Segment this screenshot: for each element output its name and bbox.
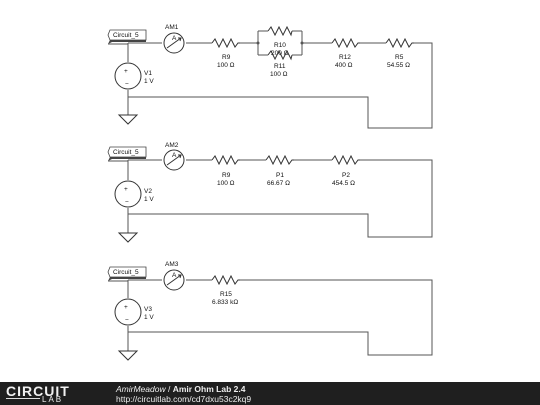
ammeter-label: AM1 (165, 24, 179, 31)
source-value: 1 V (144, 78, 154, 85)
voltage-source-v2: + − V2 1 V (114, 180, 154, 208)
logo-divider (6, 398, 40, 399)
footer-bar: CIRCUIT LAB AmirMeadow / Amir Ohm Lab 2.… (0, 382, 540, 405)
source-value: 1 V (144, 196, 154, 203)
credit-separator: / (165, 384, 173, 394)
resistor-value: 6.833 kΩ (212, 299, 238, 306)
resistor-name: R15 (220, 291, 232, 298)
voltage-source-v1: + − V1 1 V (114, 62, 154, 90)
ammeter-am2: A AM2 (163, 142, 185, 171)
resistor-name: R9 (222, 172, 231, 179)
ammeter-am1: A AM1 (163, 24, 185, 54)
resistor-name: R5 (395, 54, 404, 61)
resistor-name: R9 (222, 54, 231, 61)
logo-top-text: CIRCUIT (6, 383, 70, 399)
resistor-r11: R11 100 Ω (267, 49, 293, 78)
resistor-name: P2 (342, 172, 350, 179)
source-name: V3 (144, 306, 152, 313)
resistor-value: 100 Ω (217, 180, 235, 187)
circuit-3: Circuit_5 A AM3 R15 6.833 kΩ + − V3 1 V (107, 261, 433, 361)
resistor-name: R10 (274, 42, 286, 49)
resistor-r9: R9 100 Ω (211, 154, 240, 187)
schematic-url[interactable]: http://circuitlab.com/cd7dxu53c2kq9 (116, 394, 252, 404)
ground-icon (117, 114, 139, 125)
voltage-source-v3: + − V3 1 V (114, 298, 154, 326)
svg-text:−: − (125, 81, 129, 88)
svg-text:A: A (172, 35, 177, 42)
circuit-tag-label: Circuit_5 (113, 269, 139, 276)
ammeter-am3: A AM3 (163, 261, 185, 291)
ammeter-label: AM2 (165, 142, 179, 149)
credit-line: AmirMeadow / Amir Ohm Lab 2.4 (116, 384, 245, 394)
source-value: 1 V (144, 314, 154, 321)
resistor-value: 66.67 Ω (267, 180, 290, 187)
resistor-name: R11 (274, 63, 286, 70)
circuit-tag-label: Circuit_5 (113, 149, 139, 156)
circuit-tag: Circuit_5 (107, 266, 147, 282)
resistor-value: 54.55 Ω (387, 62, 410, 69)
resistor-name: P1 (276, 172, 284, 179)
resistor-r15: R15 6.833 kΩ (211, 274, 240, 306)
resistor-r9: R9 100 Ω (211, 37, 240, 69)
circuit-schematic: Circuit_5 A AM1 R9 100 Ω R10 200 Ω R11 1… (107, 24, 433, 361)
svg-text:+: + (124, 186, 128, 193)
source-name: V1 (144, 70, 152, 77)
resistor-p1: P1 66.67 Ω (265, 154, 294, 187)
svg-text:+: + (124, 68, 128, 75)
ground-icon (117, 232, 139, 243)
circuit-2: Circuit_5 A AM2 R9 100 Ω P1 66.67 Ω P2 4… (107, 142, 433, 243)
resistor-value: 454.5 Ω (332, 180, 355, 187)
schematic-title: Amir Ohm Lab 2.4 (172, 384, 246, 394)
circuit-tag-label: Circuit_5 (113, 32, 139, 39)
resistor-value: 400 Ω (335, 62, 353, 69)
svg-text:A: A (172, 272, 177, 279)
resistor-r12: R12 400 Ω (331, 37, 360, 69)
logo-bottom-text: LAB (42, 395, 64, 404)
circuit-tag: Circuit_5 (107, 29, 147, 45)
circuit-tag: Circuit_5 (107, 146, 147, 162)
author-link[interactable]: AmirMeadow (116, 384, 166, 394)
svg-text:A: A (172, 152, 177, 159)
ammeter-label: AM3 (165, 261, 179, 268)
resistor-r5: R5 54.55 Ω (385, 37, 414, 69)
svg-text:−: − (125, 199, 129, 206)
source-name: V2 (144, 188, 152, 195)
resistor-value: 100 Ω (217, 62, 235, 69)
circuitlab-logo[interactable]: CIRCUIT LAB (6, 383, 92, 404)
ground-icon (117, 350, 139, 361)
resistor-p2: P2 454.5 Ω (331, 154, 360, 187)
resistor-value: 100 Ω (270, 71, 288, 78)
resistor-name: R12 (339, 54, 351, 61)
svg-text:+: + (124, 304, 128, 311)
circuit-1: Circuit_5 A AM1 R9 100 Ω R10 200 Ω R11 1… (107, 24, 433, 129)
svg-text:−: − (125, 317, 129, 324)
